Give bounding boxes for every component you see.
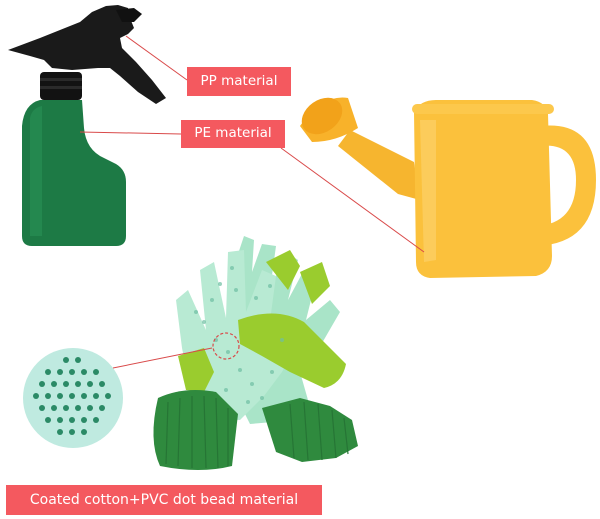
watering-can-icon (300, 97, 596, 278)
glove-pointer-line (112, 347, 213, 369)
detail-highlight-circle (212, 332, 240, 360)
pointer-lines (79, 35, 425, 369)
gardening-gloves-icon (153, 236, 358, 470)
pe-material-label: PE material (181, 120, 285, 148)
can-pointer-line (280, 147, 425, 253)
coated-cotton-label: Coated cotton+PVC dot bead material (6, 485, 322, 515)
pp-material-label: PP material (187, 67, 291, 96)
pp-pointer-line (125, 35, 188, 81)
spray-bottle-icon (8, 5, 166, 246)
magnifier-circle-icon (23, 348, 123, 448)
pe-pointer-line (79, 131, 182, 135)
